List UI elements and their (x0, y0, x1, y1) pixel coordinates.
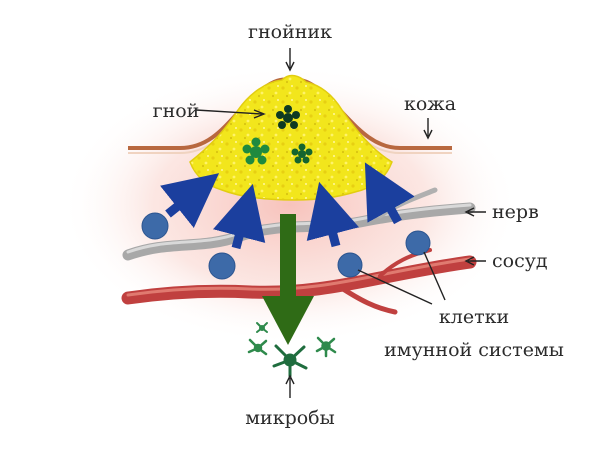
label-vessel: сосуд (492, 250, 548, 272)
label-immune-line1: клетки (439, 306, 509, 328)
label-microbes: микробы (245, 407, 334, 429)
blood-vessel (121, 255, 477, 305)
label-immune-line2: имунной системы (384, 339, 564, 361)
leader-immune-2 (423, 251, 446, 301)
leader-microbes-head (285, 374, 295, 385)
blood-vessel-highlight (126, 257, 472, 297)
microbe-icon (247, 338, 268, 356)
microbe-spread-arrow (262, 214, 314, 345)
immune-cell-icon (141, 212, 169, 240)
microbe-icon (315, 336, 337, 358)
label-abscess: гнойник (248, 21, 332, 43)
immune-migration-arrow (306, 181, 359, 248)
leader-abscess-head (285, 61, 295, 72)
nerve-highlight (126, 203, 472, 254)
immune-cell-icon (405, 230, 431, 256)
leader-vessel-head (464, 256, 475, 266)
leader-nerve-head (464, 207, 475, 217)
microbe-icon (272, 344, 308, 378)
microbe-icon (276, 105, 300, 129)
leader-pus-head (253, 109, 266, 119)
leader-pus (195, 109, 263, 115)
immune-cell-icon (208, 252, 236, 280)
label-pus: гной (153, 100, 200, 122)
leader-immune-1 (357, 269, 433, 305)
microbe-icon (291, 143, 313, 164)
label-skin: кожа (404, 93, 456, 115)
leader-skin-head (423, 129, 433, 140)
microbe-icon (242, 137, 270, 165)
vessel-branch (337, 284, 398, 315)
immune-migration-arrow (364, 162, 415, 225)
immune-cell-icon (337, 252, 363, 278)
microbe-icon (256, 322, 268, 333)
immune-migration-arrow (160, 173, 220, 228)
nerve (122, 202, 476, 261)
label-nerve: нерв (492, 201, 539, 223)
immune-migration-arrow (213, 183, 266, 250)
